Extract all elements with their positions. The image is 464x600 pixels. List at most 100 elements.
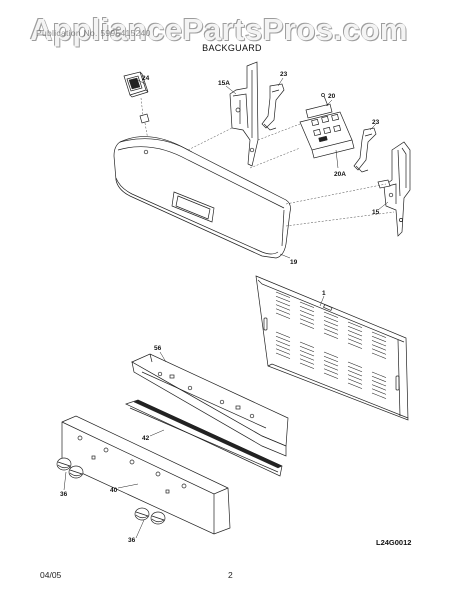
watermark-logo: AppliancePartsPros.com bbox=[30, 12, 408, 47]
section-title: BACKGUARD bbox=[202, 43, 262, 53]
callout-23-right: 23 bbox=[372, 119, 380, 126]
part-42-trim-strip bbox=[125, 399, 283, 477]
vent-slot bbox=[275, 344, 291, 351]
callout-24: 24 bbox=[142, 75, 150, 82]
vent-slot bbox=[299, 345, 315, 353]
vent-slot bbox=[299, 305, 315, 313]
callout-36-left: 36 bbox=[60, 491, 68, 498]
vent-slot bbox=[275, 331, 291, 338]
vent-slot bbox=[275, 304, 291, 311]
callout-40: 40 bbox=[110, 487, 118, 494]
callout-15a: 15A bbox=[218, 80, 230, 87]
vent-slot bbox=[347, 370, 363, 377]
footer-date: 04/05 bbox=[40, 570, 62, 580]
vent-slot bbox=[275, 300, 291, 307]
part-23-clip-right bbox=[353, 127, 377, 173]
vent-slot bbox=[371, 392, 387, 399]
callout-20a: 20A bbox=[334, 171, 346, 178]
vent-slot bbox=[275, 348, 291, 355]
vent-slot bbox=[299, 350, 315, 357]
vent-slot bbox=[347, 378, 363, 385]
vent-slot bbox=[347, 321, 363, 328]
vent-slot bbox=[371, 375, 387, 383]
vent-slot bbox=[347, 382, 363, 389]
publication-number: Publication No. 5995415240 bbox=[36, 28, 151, 38]
knob bbox=[56, 457, 72, 471]
vent-slot bbox=[275, 308, 291, 315]
vent-slot bbox=[371, 384, 387, 391]
vent-slot bbox=[275, 295, 291, 303]
vent-slot bbox=[347, 330, 363, 337]
callout-42: 42 bbox=[142, 435, 150, 442]
part-20-control-board bbox=[299, 93, 355, 159]
vent-slot bbox=[275, 291, 291, 298]
knob bbox=[68, 465, 84, 479]
vent-slot bbox=[275, 312, 291, 319]
callout-1: 1 bbox=[322, 290, 326, 297]
vent-slot bbox=[347, 325, 363, 333]
vent-slot bbox=[323, 355, 339, 363]
vent-slot bbox=[323, 368, 339, 375]
vent-slot bbox=[347, 361, 363, 368]
vent-slot bbox=[299, 301, 315, 308]
vent-slot bbox=[371, 348, 387, 355]
callout-19: 19 bbox=[290, 259, 298, 266]
diagram-code: L24G0012 bbox=[376, 538, 412, 547]
vent-slot bbox=[323, 351, 339, 358]
vent-slot bbox=[347, 374, 363, 381]
vent-slot bbox=[323, 315, 339, 323]
callout-36-bottom: 36 bbox=[128, 537, 136, 544]
callout-15: 15 bbox=[372, 209, 380, 216]
vent-slot bbox=[347, 334, 363, 341]
vent-slot bbox=[371, 352, 387, 359]
vent-slot bbox=[299, 310, 315, 317]
callout-leaders bbox=[63, 77, 389, 539]
vent-slot bbox=[371, 344, 387, 351]
vent-slot bbox=[371, 388, 387, 395]
part-56-manifold-panel bbox=[131, 353, 289, 457]
vent-slot bbox=[299, 354, 315, 361]
part-36-knobs bbox=[56, 457, 166, 525]
vent-slot bbox=[323, 320, 339, 327]
part-1-rear-panel bbox=[255, 275, 409, 421]
vent-slot bbox=[275, 340, 291, 347]
part-24-switch bbox=[123, 71, 150, 141]
vent-slot bbox=[371, 340, 387, 347]
vent-slot bbox=[275, 352, 291, 359]
vent-slot bbox=[299, 322, 315, 329]
callout-labels: 24 15A 23 20 20A 23 15 19 1 56 42 40 36 … bbox=[60, 71, 380, 544]
vent-slot bbox=[323, 360, 339, 367]
vent-slot bbox=[299, 314, 315, 321]
vent-slot bbox=[323, 372, 339, 379]
vent-slot bbox=[371, 331, 387, 338]
vent-slot bbox=[371, 371, 387, 378]
vent-slot bbox=[275, 335, 291, 343]
vent-slot bbox=[347, 338, 363, 345]
assembly-leader-lines-upper bbox=[187, 123, 395, 227]
callout-23-upper: 23 bbox=[280, 71, 288, 78]
footer-page-number: 2 bbox=[228, 570, 233, 580]
vent-slot bbox=[299, 362, 315, 369]
part-15a-end-bracket bbox=[229, 61, 259, 167]
callout-20: 20 bbox=[328, 93, 336, 100]
knob bbox=[150, 511, 166, 525]
vent-slot bbox=[347, 342, 363, 349]
part-19-backguard-console bbox=[113, 136, 291, 259]
vent-slot bbox=[299, 318, 315, 325]
vent-slot bbox=[323, 332, 339, 339]
vent-slot bbox=[323, 364, 339, 371]
vent-slot bbox=[323, 328, 339, 335]
vent-slot bbox=[299, 358, 315, 365]
vent-slot bbox=[299, 341, 315, 348]
part-15-end-bracket bbox=[377, 141, 411, 237]
vent-slot bbox=[371, 380, 387, 387]
vent-slot bbox=[323, 324, 339, 331]
vent-slot bbox=[323, 311, 339, 318]
knob bbox=[134, 507, 150, 521]
callout-56: 56 bbox=[154, 345, 162, 352]
vent-slot bbox=[371, 335, 387, 343]
part-23-clip-upper bbox=[261, 83, 285, 131]
vent-slot bbox=[347, 365, 363, 373]
